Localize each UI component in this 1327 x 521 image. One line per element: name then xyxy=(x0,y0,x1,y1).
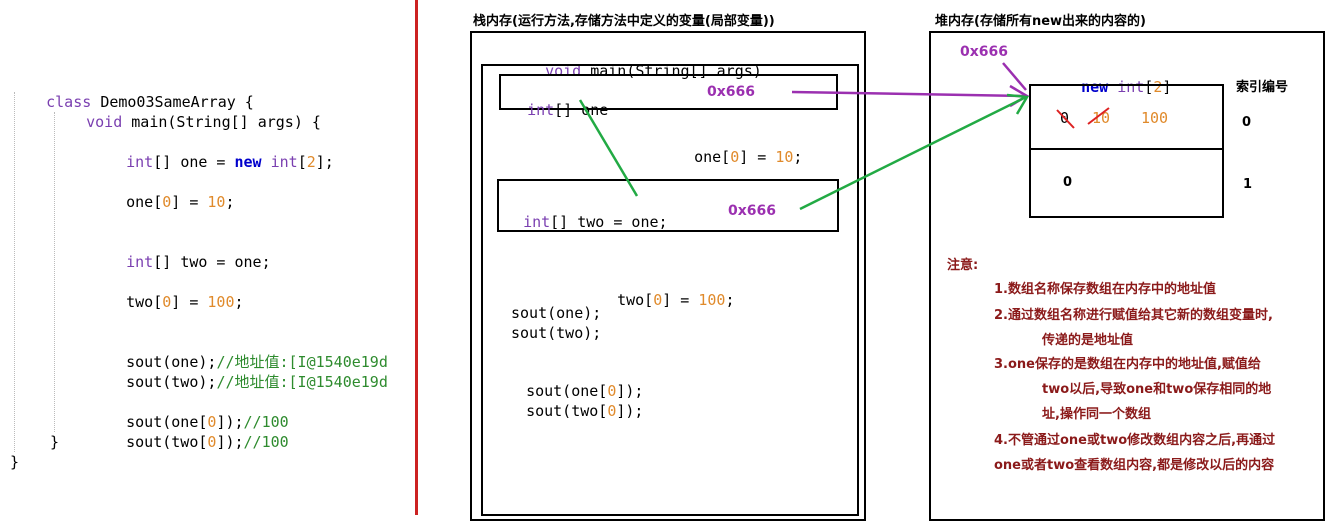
stack-assign-one: one[0] = 10; xyxy=(694,148,803,166)
note-3b: two以后,导致one和two保存相同的地 xyxy=(1042,382,1272,397)
main-declaration: void main(String[] args) { xyxy=(86,113,321,131)
code-line-sout-one-index: sout(one[0]);//100 xyxy=(126,413,289,431)
heap-address: 0x666 xyxy=(960,44,1008,60)
closing-brace-method: } xyxy=(50,433,60,451)
cell-0-current-value: 100 xyxy=(1141,109,1169,127)
stack-sout-one-index: sout(one[0]); xyxy=(526,382,644,400)
variable-two-address: 0x666 xyxy=(728,203,776,219)
heap-new-array-label: new int[2] xyxy=(1081,78,1172,96)
green-arrow-one-to-two xyxy=(578,99,639,197)
note-4b: one或者two查看数组内容,都是修改以后的内容 xyxy=(994,458,1275,473)
code-line-sout-one: sout(one);//地址值:[I@1540e19d xyxy=(126,353,388,371)
note-1: 1.数组名称保存数组在内存中的地址值 xyxy=(994,282,1216,297)
variable-two-label: int[] two = one; xyxy=(523,213,668,231)
index-1: 1 xyxy=(1243,177,1253,192)
index-0: 0 xyxy=(1242,115,1252,130)
stack-title: 栈内存(运行方法,存储方法中定义的变量(局部变量)) xyxy=(473,14,775,29)
indent-guide xyxy=(14,92,15,452)
variable-two-slot xyxy=(497,179,839,232)
note-3c: 址,操作同一个数组 xyxy=(1042,407,1151,422)
code-line-assign-two: two[0] = 100; xyxy=(126,293,244,311)
class-declaration: class Demo03SameArray { xyxy=(46,93,254,111)
stack-sout-two-index: sout(two[0]); xyxy=(526,402,644,420)
indent-guide xyxy=(54,112,55,432)
code-line-new-array: int[] one = new int[2]; xyxy=(126,153,334,171)
closing-brace-class: } xyxy=(10,453,20,471)
code-line-assign-one: one[0] = 10; xyxy=(126,193,235,211)
stack-sout-two: sout(two); xyxy=(511,324,602,342)
strike-old-0 xyxy=(1056,109,1075,129)
array-cell-1 xyxy=(1029,148,1224,218)
variable-one-label: int[] one xyxy=(527,101,609,119)
note-4a: 4.不管通过one或two修改数组内容之后,再通过 xyxy=(994,433,1276,448)
variable-one-address: 0x666 xyxy=(707,84,755,100)
strike-old-10 xyxy=(1087,107,1110,125)
stack-sout-one: sout(one); xyxy=(511,304,602,322)
purple-arrow-one-to-heap xyxy=(791,84,1030,108)
section-divider xyxy=(415,0,418,515)
code-line-sout-two: sout(two);//地址值:[I@1540e19d xyxy=(126,373,388,391)
note-3a: 3.one保存的是数组在内存中的地址值,赋值给 xyxy=(994,357,1261,372)
purple-arrow-address xyxy=(1002,62,1027,91)
index-header: 索引编号 xyxy=(1236,80,1289,95)
cell-1-value: 0 xyxy=(1063,175,1073,190)
notes-heading: 注意: xyxy=(947,258,979,273)
code-line-two-equals-one: int[] two = one; xyxy=(126,253,271,271)
stack-assign-two: two[0] = 100; xyxy=(617,291,735,309)
green-arrow-two-to-heap xyxy=(799,93,1030,211)
code-line-sout-two-index: sout(two[0]);//100 xyxy=(126,433,289,451)
note-2a: 2.通过数组名称进行赋值给其它新的数组变量时, xyxy=(994,308,1273,323)
stack-frame-main xyxy=(481,64,859,516)
heap-title: 堆内存(存储所有new出来的内容的) xyxy=(935,14,1146,29)
cell-0-old-value-10: 10 xyxy=(1092,109,1111,127)
note-2b: 传递的是地址值 xyxy=(1042,333,1134,348)
